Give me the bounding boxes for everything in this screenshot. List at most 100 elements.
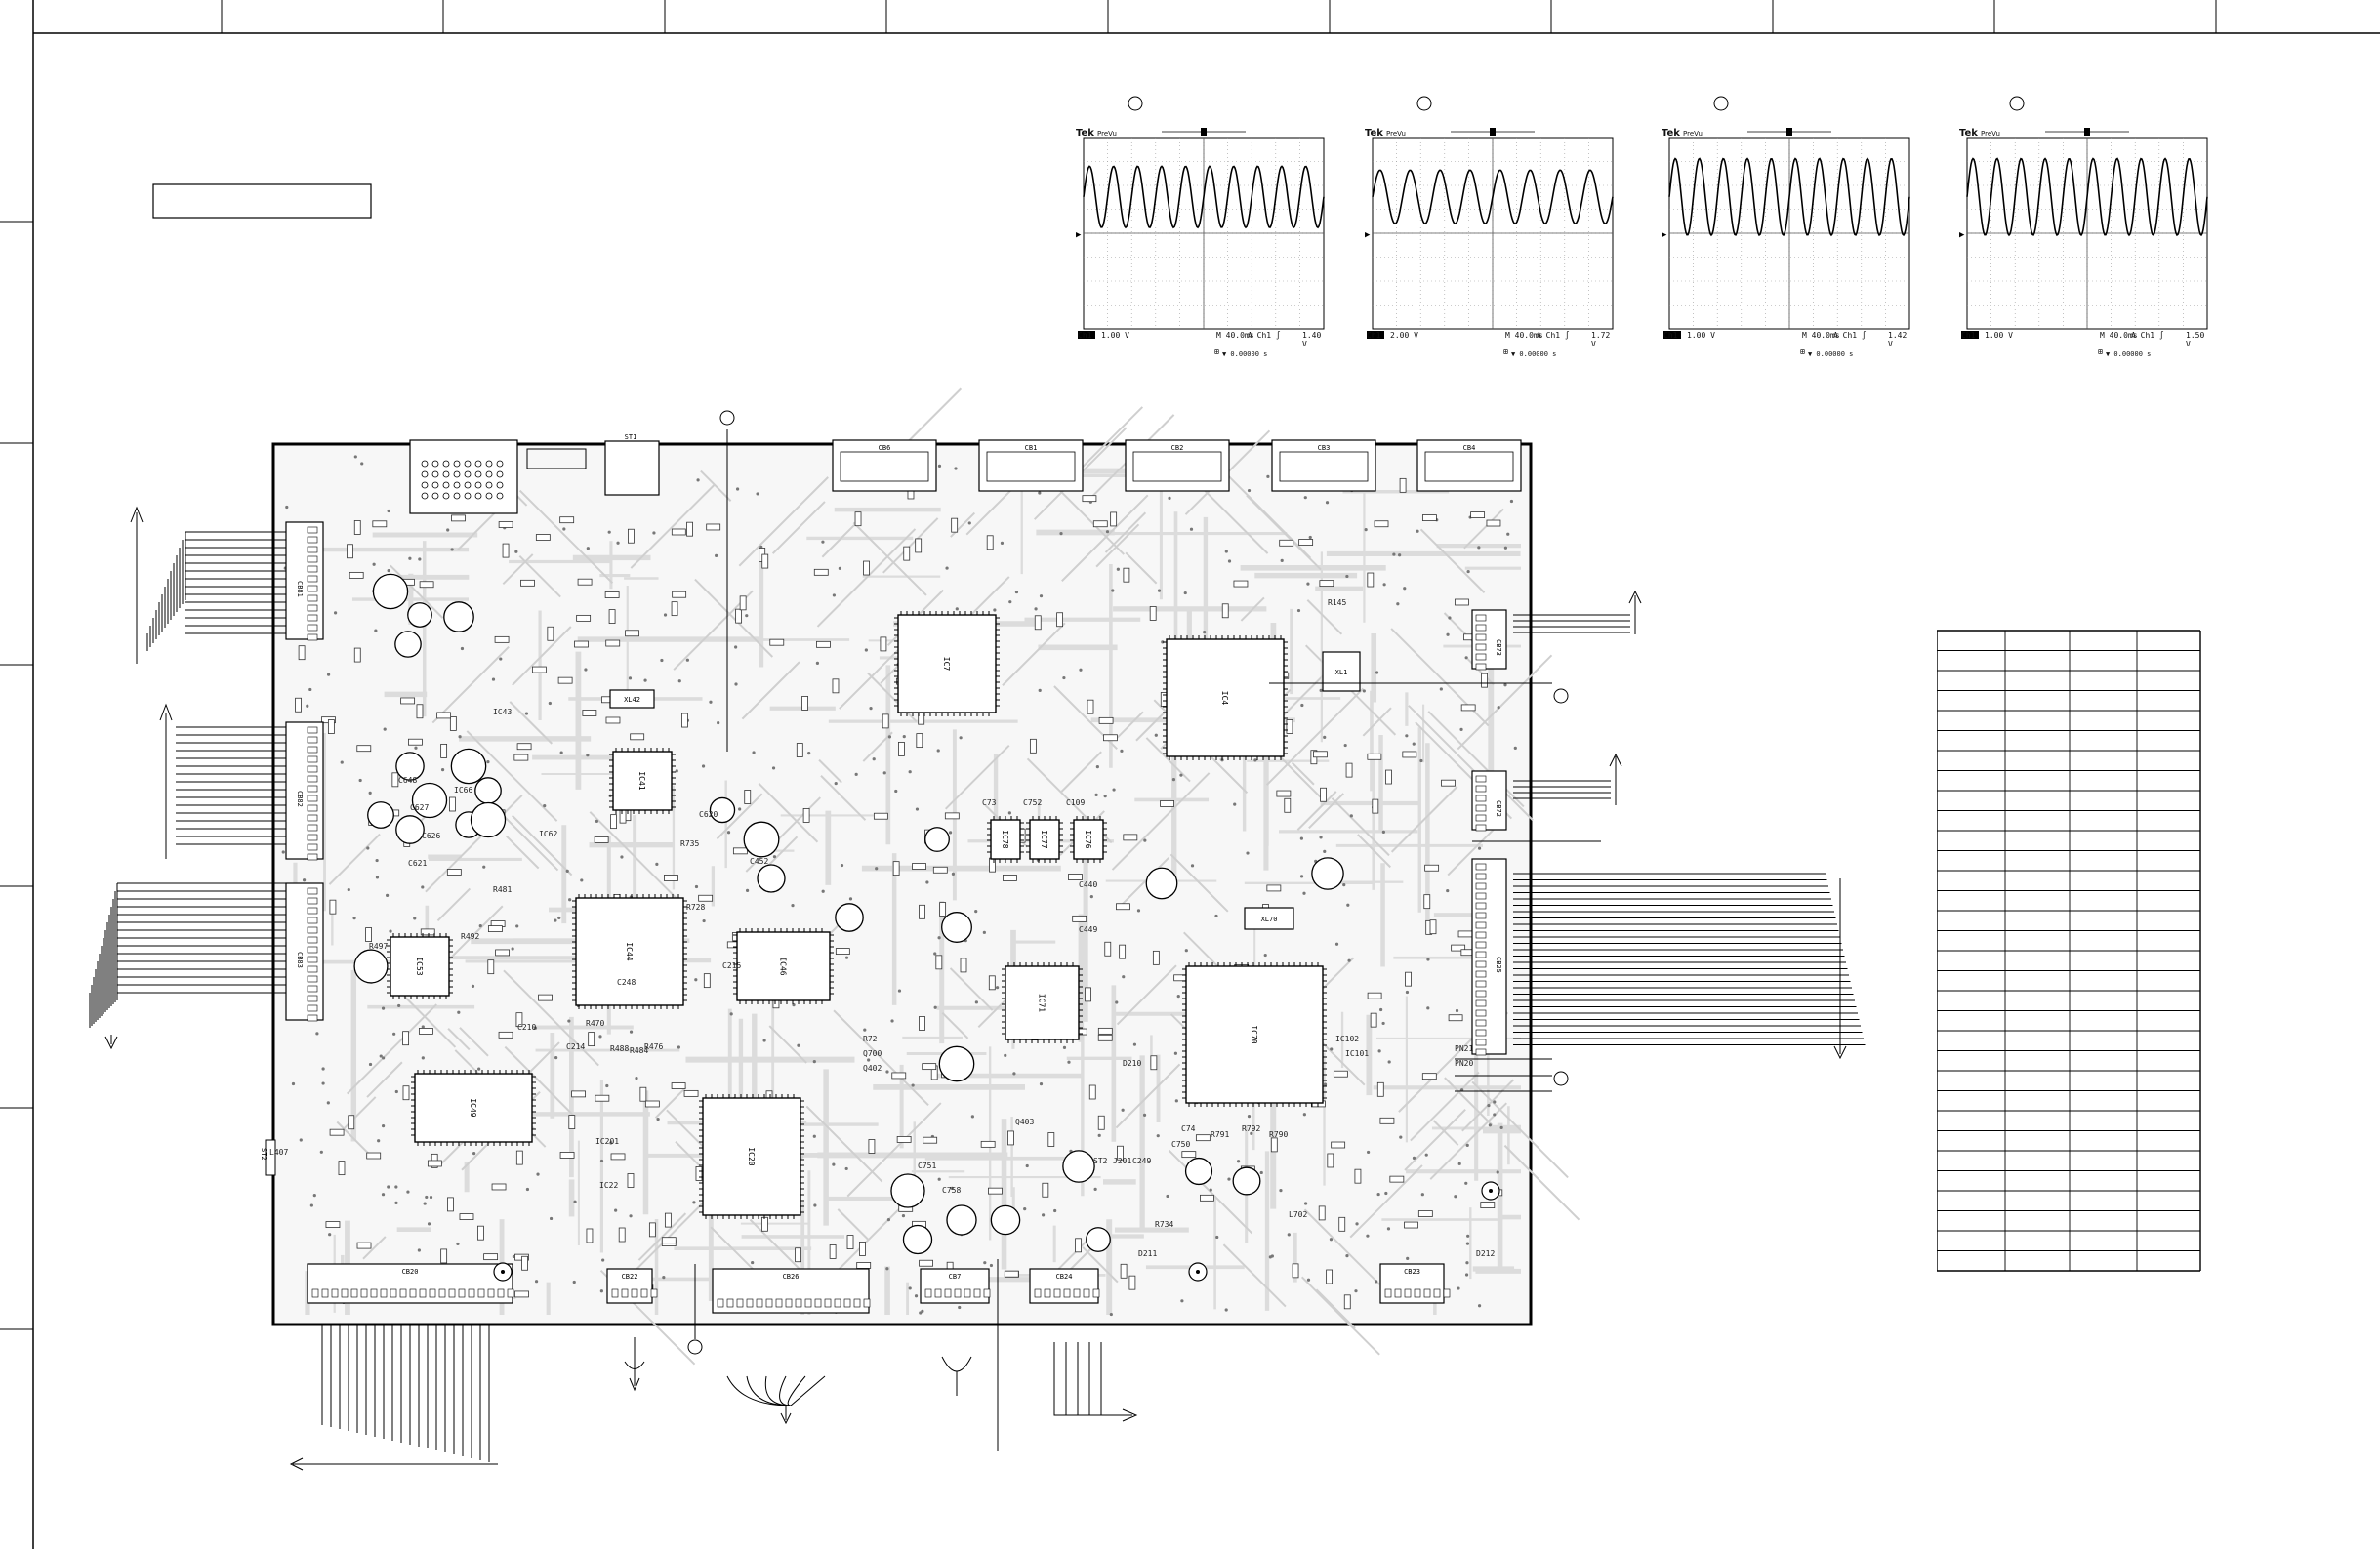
via <box>677 1045 680 1049</box>
via <box>333 611 338 615</box>
connector-pin <box>1475 970 1487 978</box>
via <box>1014 590 1019 594</box>
header-pin <box>442 492 450 500</box>
smd-part <box>1480 1202 1496 1208</box>
via <box>886 1218 891 1222</box>
via <box>1302 1113 1306 1117</box>
via <box>864 648 868 652</box>
scope-volts: 1.00 V <box>1687 331 1715 340</box>
via <box>1323 735 1327 739</box>
smd-part <box>1195 1134 1211 1142</box>
component-ref-label: R497 <box>369 942 389 951</box>
via <box>933 1005 937 1009</box>
connector-pin <box>409 1288 417 1298</box>
copper-trace <box>362 1236 387 1260</box>
connector-pin <box>331 1288 339 1298</box>
ic-label: IC70 <box>1250 1025 1258 1043</box>
connector-pin <box>307 746 318 754</box>
smd-part <box>644 1100 660 1108</box>
copper-trace <box>1306 599 1343 635</box>
via <box>838 566 841 570</box>
connector-pin <box>756 1298 763 1308</box>
scope-channel: Ch1 <box>1663 331 1678 340</box>
smd-part <box>449 796 456 812</box>
connector-pin <box>307 985 318 993</box>
via <box>663 613 668 617</box>
connector-pin <box>924 1288 932 1298</box>
header-pin <box>421 481 429 489</box>
connector-label: CB24 <box>1056 1273 1073 1281</box>
smd-part <box>980 1140 996 1148</box>
copper-trace <box>1410 1071 1480 1142</box>
via <box>580 878 584 882</box>
component-ref-label: C751 <box>918 1162 937 1170</box>
via <box>756 492 759 496</box>
component-ref-label: R470 <box>586 1019 605 1028</box>
via <box>635 1076 638 1080</box>
smd-part <box>802 808 810 823</box>
copper-trace <box>768 1025 807 1064</box>
ic-body <box>897 614 997 713</box>
st1-label: ST1 <box>625 433 637 441</box>
smd-part <box>1367 572 1375 588</box>
connector-label: CB82 <box>296 791 304 807</box>
smd-part <box>1004 1270 1019 1278</box>
connector-pin <box>814 1298 822 1308</box>
header-pin <box>431 470 439 478</box>
smd-part <box>483 1253 499 1261</box>
copper-trace <box>846 1102 942 1198</box>
copper-trace <box>347 1003 437 1095</box>
via <box>312 1194 316 1198</box>
via <box>890 1019 894 1023</box>
via <box>595 819 598 823</box>
st2-jack <box>265 1139 276 1176</box>
smd-part <box>988 1187 1003 1195</box>
via <box>1323 1082 1328 1086</box>
via <box>458 735 462 739</box>
smd-part <box>1451 944 1466 952</box>
top-connector <box>1416 439 1522 492</box>
connector-pin <box>1475 633 1487 641</box>
via <box>360 462 364 466</box>
copper-trace <box>1444 1077 1494 1126</box>
header-pin <box>485 492 493 500</box>
connector-pin <box>307 917 318 924</box>
smd-part <box>739 595 747 611</box>
connector-pin <box>1414 1288 1421 1298</box>
via <box>584 668 588 672</box>
smd-part <box>1075 1238 1082 1253</box>
via <box>418 557 422 561</box>
via <box>1008 600 1012 604</box>
via <box>1426 1006 1430 1010</box>
via <box>834 781 838 786</box>
header-pin <box>453 492 461 500</box>
smd-part <box>1331 1141 1346 1149</box>
wire <box>1609 753 1622 767</box>
via <box>1362 689 1366 693</box>
via <box>1323 849 1327 854</box>
copper-trace <box>1296 791 1337 831</box>
smd-part <box>1117 1145 1124 1161</box>
copper-trace <box>837 1208 869 1241</box>
copper-trace <box>941 1011 969 1039</box>
via <box>832 1162 836 1166</box>
via <box>1398 553 1402 557</box>
top-connector <box>832 439 937 492</box>
copper-trace <box>758 782 819 843</box>
connector-pin <box>321 1288 329 1298</box>
wire <box>289 1457 304 1471</box>
connector-pin <box>350 1288 358 1298</box>
via <box>1115 1000 1119 1004</box>
electrolytic-capacitor <box>367 801 394 829</box>
header-pin <box>464 481 472 489</box>
smd-part <box>1284 797 1292 813</box>
via <box>1303 496 1307 500</box>
copper-trace <box>1357 834 1391 869</box>
scope-callout-circle <box>1713 96 1729 111</box>
via <box>377 1139 381 1143</box>
smd-part <box>353 647 361 663</box>
connector-pin <box>1475 814 1487 822</box>
smd-part <box>628 528 635 544</box>
electrolytic-capacitor <box>941 912 972 943</box>
